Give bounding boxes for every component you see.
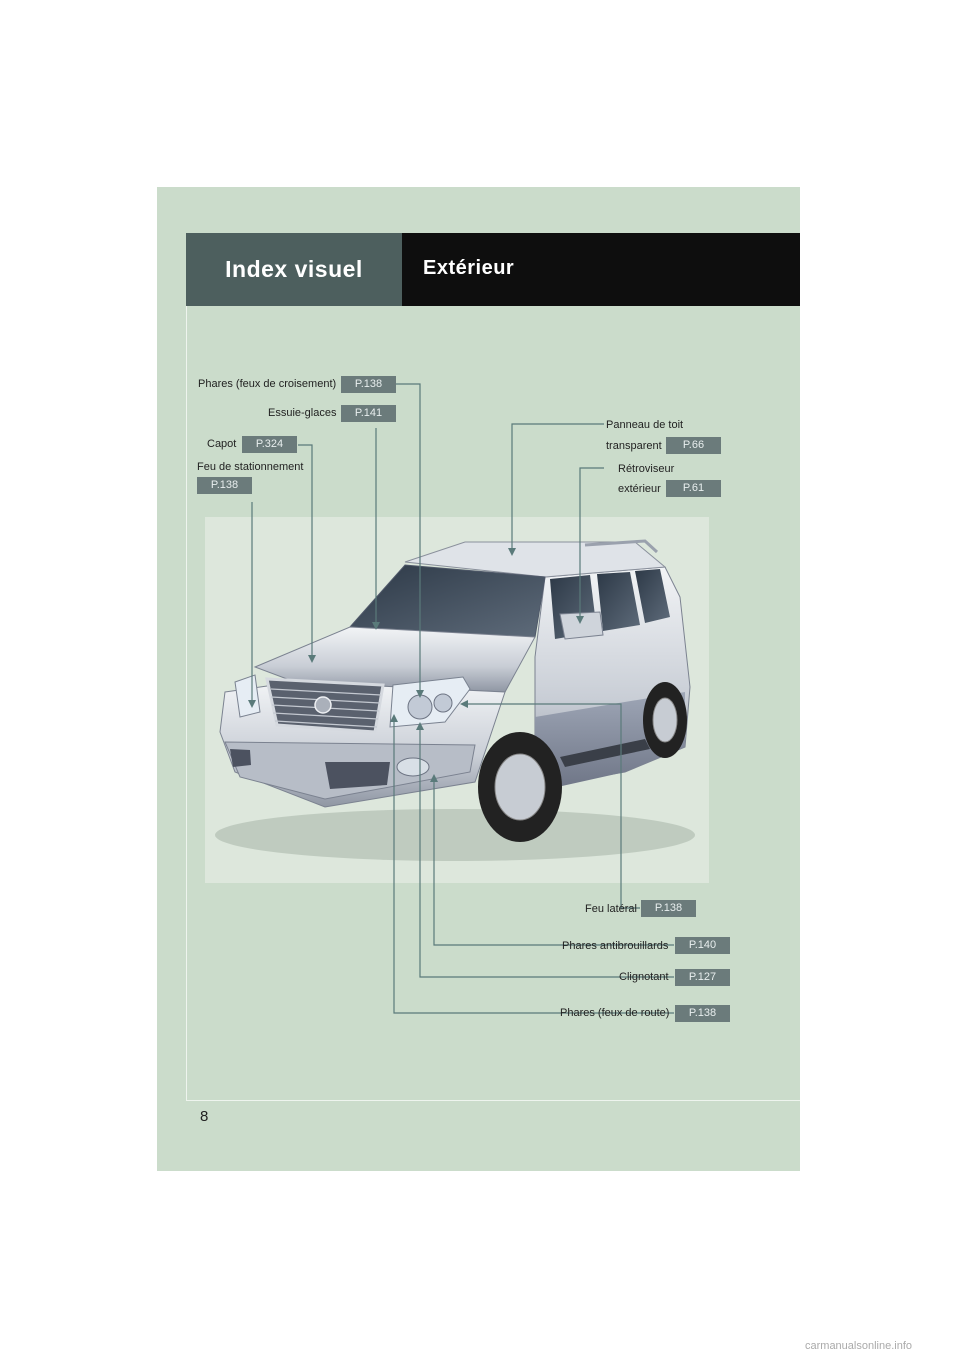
page-ref-feu-lateral[interactable]: P.138	[641, 900, 696, 917]
page-ref-phares-croisement[interactable]: P.138	[341, 376, 396, 393]
label-feu-stationnement: Feu de stationnement	[197, 461, 304, 473]
label-retroviseur-line2: extérieur	[618, 483, 661, 495]
margin-rule-vertical	[186, 306, 187, 1100]
page-ref-phares-antibrouillards[interactable]: P.140	[675, 937, 730, 954]
page-ref-retroviseur[interactable]: P.61	[666, 480, 721, 497]
section-header: Index visuel Extérieur	[186, 233, 800, 306]
section-title: Index visuel	[186, 233, 402, 306]
label-clignotant: Clignotant	[619, 971, 669, 983]
page-number: 8	[200, 1108, 209, 1125]
suv-illustration	[215, 539, 695, 861]
page-ref-feu-stationnement[interactable]: P.138	[197, 477, 252, 494]
watermark: carmanualsonline.info	[805, 1340, 913, 1352]
label-essuie-glaces: Essuie-glaces	[268, 407, 337, 419]
label-panneau-toit-line1: Panneau de toit	[606, 419, 684, 431]
page-ref-panneau-toit[interactable]: P.66	[666, 437, 721, 454]
subsection-title: Extérieur	[402, 233, 800, 306]
label-capot: Capot	[207, 438, 237, 450]
page-ref-clignotant[interactable]: P.127	[675, 969, 730, 986]
label-phares-antibrouillards: Phares antibrouillards	[562, 940, 669, 952]
margin-rule-horizontal	[186, 1100, 800, 1101]
label-phares-croisement: Phares (feux de croisement)	[198, 378, 337, 390]
label-phares-route: Phares (feux de route)	[560, 1007, 670, 1019]
vehicle-photo	[205, 517, 709, 883]
label-retroviseur-line1: Rétroviseur	[618, 463, 675, 475]
page-ref-capot[interactable]: P.324	[242, 436, 297, 453]
page-ref-essuie-glaces[interactable]: P.141	[341, 405, 396, 422]
page-ref-phares-route[interactable]: P.138	[675, 1005, 730, 1022]
label-panneau-toit-line2: transparent	[606, 440, 662, 452]
label-feu-lateral: Feu latéral	[585, 903, 637, 915]
